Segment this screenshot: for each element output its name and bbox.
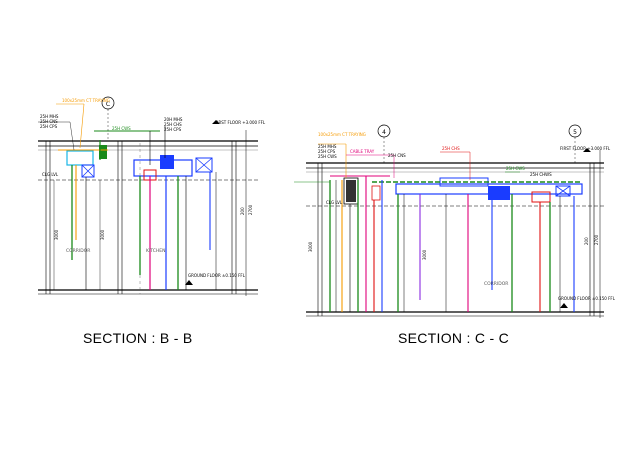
cc-level-first-floor: FIRST FLOOR +3.000 FFL bbox=[560, 146, 611, 151]
grid-marker-5: 5 bbox=[573, 129, 577, 136]
grid-marker-4: 4 bbox=[382, 129, 386, 136]
bb-room-kitchen: KITCHEN bbox=[146, 248, 166, 254]
cc-room-corridor: CORRIDOR bbox=[484, 281, 508, 287]
cc-level-ground-floor: GROUND FLOOR ±0.150 FFL bbox=[558, 296, 616, 301]
bb-callout-mhs: 25H MHS bbox=[40, 114, 59, 119]
bb-callout-mhs-2: 20H MHS bbox=[164, 117, 183, 122]
cc-callout-chs: 25H CHS bbox=[442, 146, 460, 151]
grid-marker-c: C bbox=[106, 101, 110, 108]
section-bb-drawing bbox=[38, 96, 258, 296]
bb-room-corridor: CORRIDOR bbox=[66, 248, 90, 254]
cc-dim-4: 2700 bbox=[594, 234, 599, 245]
cc-dim-3: 200 bbox=[584, 237, 589, 245]
cc-dim-2: 3000 bbox=[422, 249, 427, 260]
bb-level-first-floor: FIRST FLOOR +3.000 FFL bbox=[215, 120, 266, 125]
bb-level-ground-floor: GROUND FLOOR ±0.150 FFL bbox=[188, 273, 246, 278]
bb-callout-cns: 25H CNS bbox=[40, 119, 58, 124]
bb-callout-cws: 25H CWS bbox=[112, 126, 131, 131]
cc-callout-chws: 25H CHWS bbox=[530, 172, 552, 177]
bb-callout-cps: 25H CPS bbox=[40, 124, 58, 129]
cc-callout-cps: 25H CPS bbox=[318, 149, 336, 154]
cc-callout-tray: CABLE TRAY bbox=[350, 149, 375, 154]
section-cc-drawing bbox=[294, 124, 604, 318]
bb-clg-lvl-left: CLG LVL bbox=[42, 172, 59, 177]
cc-callout-cws: 25H CWS bbox=[318, 154, 337, 159]
cc-callout-cable-tray: 100x25mm CT TRAYING bbox=[318, 132, 366, 137]
bb-callout-cps-2: 25H CPS bbox=[164, 127, 182, 132]
cc-clg-lvl-left: CLG LVL bbox=[326, 200, 343, 205]
cc-dim-1: 3000 bbox=[308, 241, 313, 252]
bb-dim-1: 3000 bbox=[54, 229, 59, 240]
section-bb-caption: SECTION : B - B bbox=[83, 330, 193, 346]
bb-callout-chs: 25H CHS bbox=[164, 122, 182, 127]
cc-callout-cws-2: 25H CWS bbox=[506, 166, 525, 171]
cc-callout-cns: 25H CNS bbox=[388, 153, 406, 158]
bb-dim-4: 2700 bbox=[248, 204, 253, 215]
bb-callout-cable-tray: 100x25mm CT TRAYING bbox=[62, 98, 110, 103]
section-cc-caption: SECTION : C - C bbox=[398, 330, 510, 346]
bb-dim-3: 200 bbox=[240, 207, 245, 215]
bb-dim-2: 3000 bbox=[100, 229, 105, 240]
cc-callout-mhs: 25H MHS bbox=[318, 144, 337, 149]
